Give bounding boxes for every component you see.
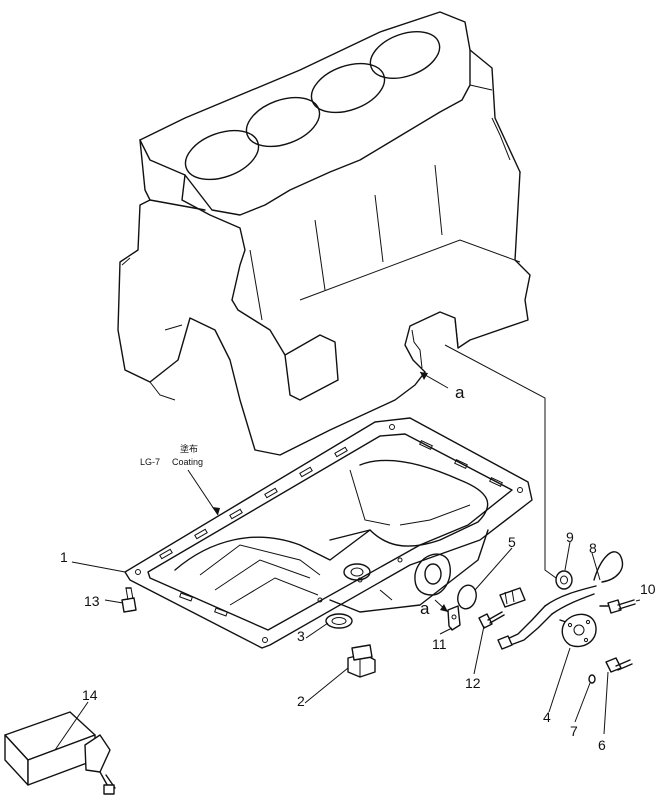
reference-a-lower: a [420, 599, 430, 618]
grommet [555, 570, 573, 590]
washer [588, 674, 596, 684]
label-part-3: 3 [297, 628, 305, 644]
label-part-9: 9 [566, 529, 574, 545]
level-sensor [561, 613, 597, 648]
clip-bolt [478, 611, 505, 629]
arrowhead-coating [212, 507, 220, 515]
label-part-11: 11 [432, 636, 447, 652]
clip [447, 605, 461, 631]
arrowhead-a-upper [420, 372, 428, 380]
label-part-1: 1 [60, 549, 68, 565]
label-part-8: 8 [589, 540, 597, 556]
coating-code-label: LG-7 [140, 457, 160, 467]
sensor-harness [497, 551, 624, 650]
label-part-7: 7 [570, 723, 578, 739]
tool [4, 711, 116, 795]
label-part-13: 13 [84, 593, 100, 609]
label-part-5: 5 [508, 534, 516, 550]
flange-holes [135, 424, 523, 643]
label-part-10: 10 [640, 581, 656, 597]
label-part-4: 4 [543, 709, 551, 725]
label-part-2: 2 [297, 693, 305, 709]
label-part-12: 12 [465, 675, 481, 691]
harness-bolt [599, 599, 636, 614]
label-part-14: 14 [82, 687, 98, 703]
sensor-bolt [605, 657, 633, 673]
coating-word-label: Coating [172, 457, 203, 467]
annotations: a a 塗布 LG-7 Coating [140, 372, 465, 618]
engine-block [117, 11, 531, 456]
reference-a-upper: a [455, 383, 465, 402]
pan-bolt [121, 587, 137, 613]
drain-gasket [325, 613, 353, 629]
arrowhead-a-lower [440, 604, 448, 612]
o-ring [457, 584, 477, 610]
label-part-6: 6 [598, 737, 606, 753]
drain-plug [347, 644, 376, 678]
oil-pan [124, 417, 533, 649]
coating-kanji-label: 塗布 [180, 443, 198, 454]
part-labels: 1 2 3 4 5 6 7 8 9 10 11 12 13 14 [60, 529, 656, 753]
